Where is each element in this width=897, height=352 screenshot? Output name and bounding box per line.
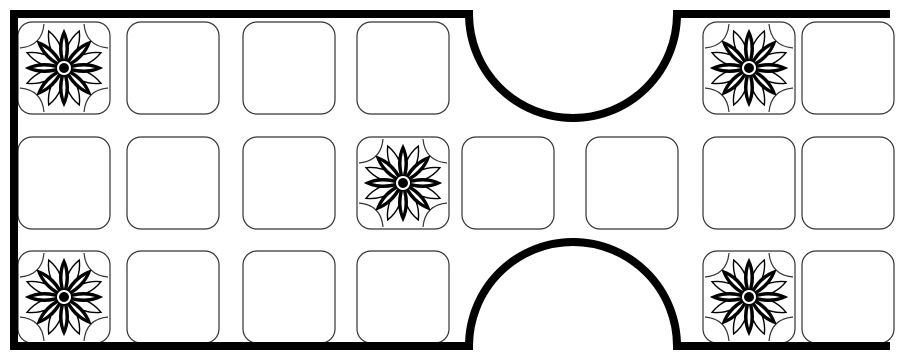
board-square[interactable] bbox=[703, 137, 795, 229]
rosette-square[interactable] bbox=[703, 22, 795, 114]
board-square[interactable] bbox=[357, 22, 449, 114]
board-square[interactable] bbox=[462, 137, 554, 229]
board-square[interactable] bbox=[243, 251, 335, 343]
board-square[interactable] bbox=[127, 137, 219, 229]
rosette-square[interactable] bbox=[18, 251, 110, 343]
rosette-square[interactable] bbox=[703, 251, 795, 343]
board-square[interactable] bbox=[243, 137, 335, 229]
board-square[interactable] bbox=[127, 251, 219, 343]
rosette-square[interactable] bbox=[357, 137, 449, 229]
rosette-square[interactable] bbox=[18, 22, 110, 114]
board-square[interactable] bbox=[802, 22, 894, 114]
board-square[interactable] bbox=[802, 137, 894, 229]
board-square[interactable] bbox=[18, 137, 110, 229]
board-square[interactable] bbox=[127, 22, 219, 114]
board-square[interactable] bbox=[586, 137, 678, 229]
board-square[interactable] bbox=[243, 22, 335, 114]
board-squares bbox=[18, 22, 894, 343]
board-square[interactable] bbox=[357, 251, 449, 343]
board-square[interactable] bbox=[802, 251, 894, 343]
